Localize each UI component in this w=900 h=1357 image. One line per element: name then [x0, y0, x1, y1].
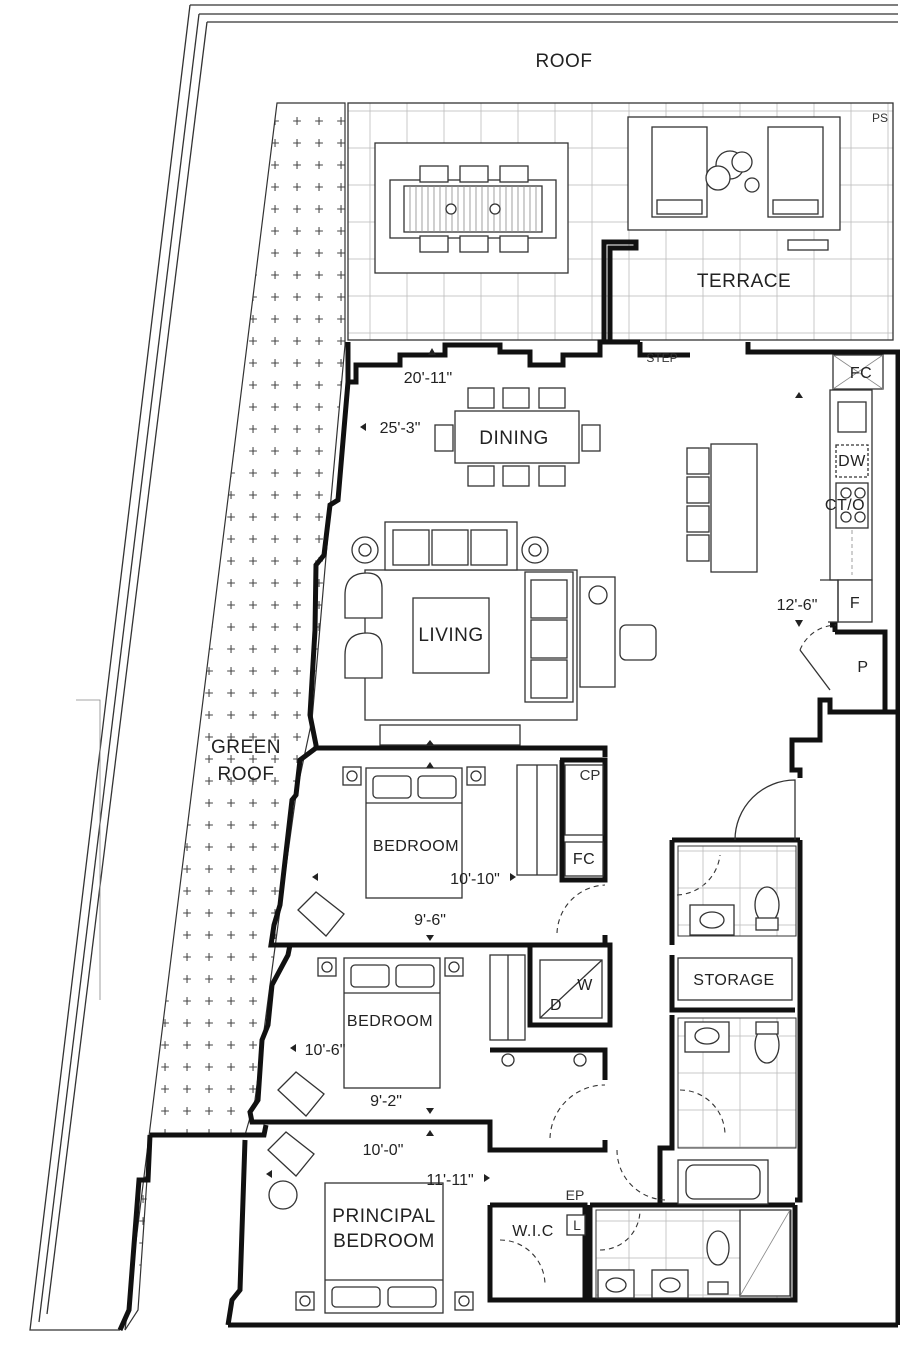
fc-hall-label: FC	[573, 851, 595, 868]
dining-width-dim: 20'-11"	[404, 370, 452, 387]
principal-label-2: BEDROOM	[333, 1231, 435, 1252]
green-roof-area	[124, 102, 346, 1331]
living-furniture	[344, 521, 657, 746]
ep-label: EP	[566, 1187, 585, 1203]
cp-label: CP	[580, 767, 601, 784]
w-label: W	[577, 977, 593, 994]
roof-label: ROOF	[536, 51, 593, 72]
roof-outline	[29, 4, 898, 1331]
dining-depth-dim: 25'-3"	[380, 420, 421, 437]
bedroom2-depth-dim: 9'-2"	[370, 1093, 402, 1110]
dining-table	[434, 387, 601, 487]
bedroom-2-label: BEDROOM	[347, 1013, 433, 1030]
principal-depth-dim: 10'-0"	[363, 1142, 404, 1159]
unit-walls	[117, 239, 900, 1332]
wic-label: W.I.C	[512, 1223, 554, 1240]
bedroom1-depth-dim: 9'-6"	[414, 912, 446, 929]
principal-label-1: PRINCIPAL	[332, 1206, 435, 1227]
dimension-markers	[266, 348, 803, 1182]
d-label: D	[550, 997, 562, 1014]
step-label: STEP	[646, 351, 677, 365]
cto-label: CT/O	[825, 497, 865, 514]
kitchen-island	[686, 354, 884, 623]
l-label: L	[573, 1217, 581, 1233]
dw-label: DW	[838, 453, 866, 470]
f-label: F	[850, 595, 860, 612]
bedroom1-width-dim: 10'-10"	[450, 871, 500, 888]
green-roof-label-2: ROOF	[218, 764, 275, 785]
bedroom2-width-dim: 10'-6"	[305, 1042, 346, 1059]
kitchen-dim: 12'-6"	[777, 597, 818, 614]
principal-width-dim: 11'-11"	[426, 1172, 473, 1189]
living-label: LIVING	[418, 625, 483, 646]
p-label: P	[857, 659, 868, 676]
fc-kitchen-label: FC	[850, 365, 872, 382]
green-roof-label-1: GREEN	[211, 737, 281, 758]
principal-bedroom-furniture	[267, 1131, 586, 1314]
terrace-label: TERRACE	[697, 271, 791, 292]
bedroom-1-furniture	[297, 764, 604, 937]
bedroom-2-furniture	[277, 954, 603, 1117]
bedroom-1-label: BEDROOM	[373, 838, 459, 855]
terrace-area	[347, 102, 894, 341]
ps-label: PS	[872, 111, 888, 125]
storage-label: STORAGE	[693, 972, 774, 989]
door-swings	[499, 624, 837, 1286]
dining-label: DINING	[479, 428, 549, 449]
bathroom-fixtures	[595, 845, 797, 1299]
